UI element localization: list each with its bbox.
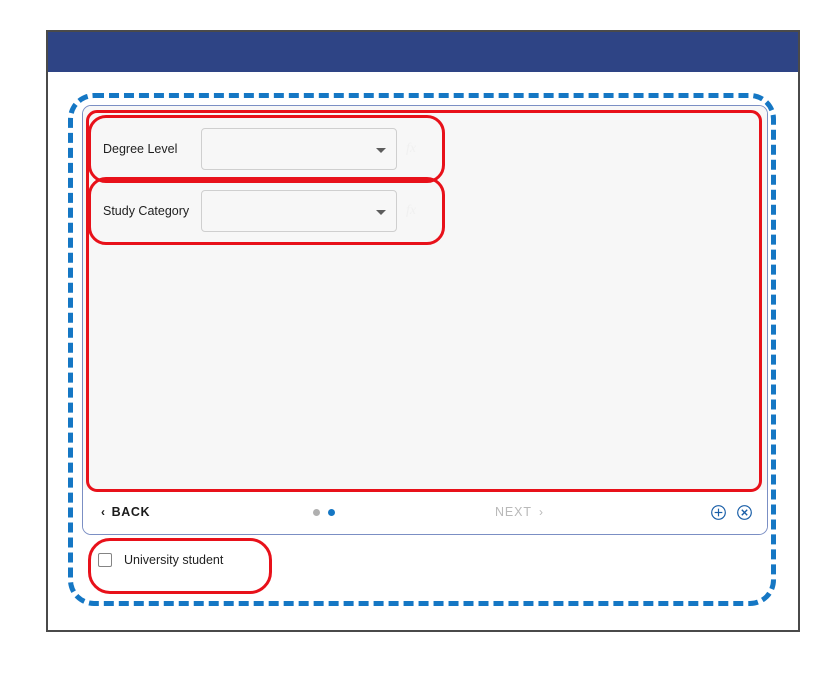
next-button[interactable]: NEXT › — [495, 505, 544, 519]
fx-icon[interactable]: fx — [406, 141, 417, 156]
field-label-study-category: Study Category — [103, 203, 190, 218]
checkbox-label: University student — [124, 553, 224, 567]
back-button-label: BACK — [111, 505, 151, 519]
close-button[interactable] — [736, 504, 753, 521]
step-dot-2[interactable] — [328, 508, 335, 516]
checkbox-icon[interactable] — [98, 553, 112, 567]
next-button-label: NEXT — [495, 505, 532, 519]
title-bar — [48, 32, 798, 72]
footer-actions — [710, 504, 753, 521]
close-circle-icon — [737, 504, 752, 520]
fx-icon[interactable]: fx — [406, 203, 417, 218]
chevron-left-icon: ‹ — [101, 505, 106, 519]
study-category-dropdown[interactable] — [201, 190, 397, 232]
plus-circle-icon — [711, 504, 726, 520]
wizard-card: Degree Level fx Study Category fx ‹ BACK — [82, 105, 768, 535]
add-button[interactable] — [710, 504, 727, 521]
back-button[interactable]: ‹ BACK — [101, 505, 150, 519]
field-label-degree-level: Degree Level — [103, 141, 178, 156]
form-row-study-category: Study Category fx — [83, 180, 767, 242]
chevron-down-icon — [376, 148, 386, 153]
form-panel: Degree Level fx Study Category fx — [83, 106, 767, 491]
wizard-footer: ‹ BACK NEXT › — [83, 490, 767, 534]
degree-level-dropdown[interactable] — [201, 128, 397, 170]
chevron-down-icon — [376, 210, 386, 215]
step-dot-1[interactable] — [313, 508, 320, 516]
form-row-degree-level: Degree Level fx — [83, 118, 767, 180]
chevron-right-icon: › — [538, 505, 544, 519]
step-indicator — [313, 508, 335, 516]
university-student-checkbox-row[interactable]: University student — [98, 553, 223, 567]
